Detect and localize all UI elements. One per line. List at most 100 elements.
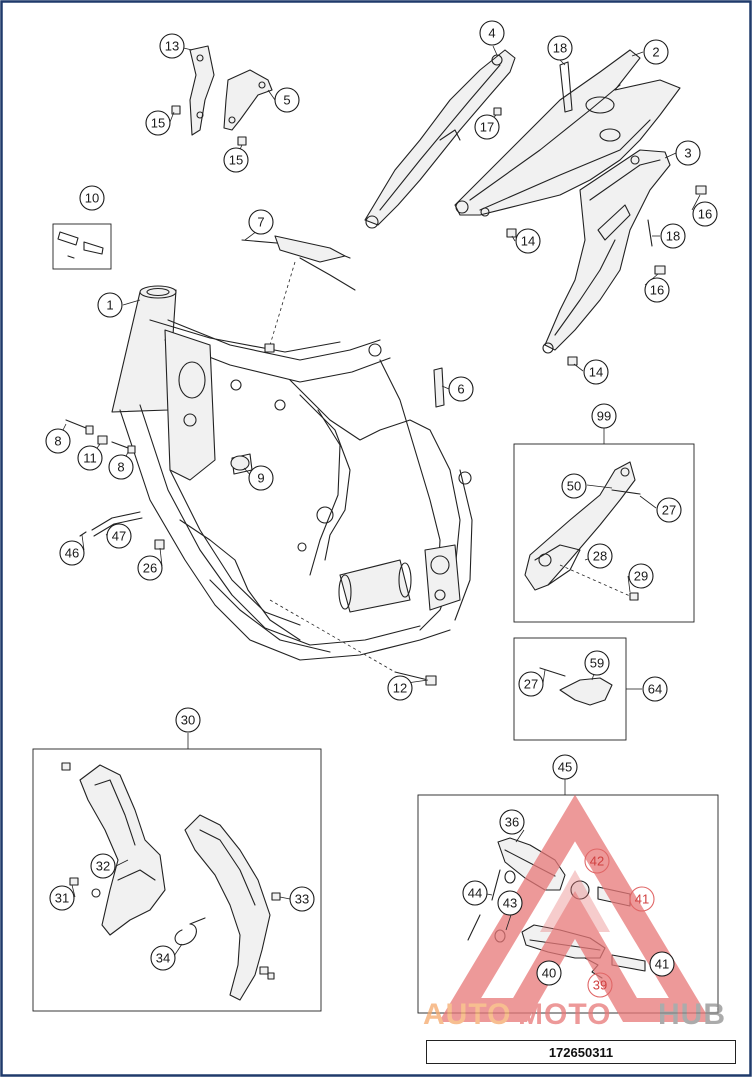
svg-text:15: 15 bbox=[229, 153, 243, 168]
callout-34: 34 bbox=[150, 945, 176, 971]
svg-text:40: 40 bbox=[542, 966, 556, 981]
svg-text:46: 46 bbox=[65, 546, 79, 561]
svg-text:31: 31 bbox=[55, 891, 69, 906]
svg-text:8: 8 bbox=[117, 460, 124, 475]
callout-27a: 27 bbox=[656, 497, 682, 523]
part-45-box bbox=[417, 794, 719, 1014]
part-13-5-drawing bbox=[171, 45, 273, 146]
callout-42: 42 bbox=[584, 848, 610, 874]
part-4-drawing bbox=[364, 49, 516, 229]
part-3-drawing bbox=[542, 149, 671, 354]
part-7-drawing bbox=[241, 235, 356, 353]
callout-17: 17 bbox=[474, 114, 500, 140]
callout-40: 40 bbox=[536, 960, 562, 986]
part-99-box bbox=[513, 443, 695, 623]
svg-text:29: 29 bbox=[634, 569, 648, 584]
callout-18a: 18 bbox=[547, 35, 573, 61]
part-10-box bbox=[52, 223, 112, 270]
callout-44: 44 bbox=[462, 880, 488, 906]
svg-text:17: 17 bbox=[480, 120, 494, 135]
callout-2: 2 bbox=[643, 39, 669, 65]
svg-text:39: 39 bbox=[593, 978, 607, 993]
callout-31: 31 bbox=[49, 885, 75, 911]
callout-45: 45 bbox=[552, 754, 578, 780]
callout-59: 59 bbox=[584, 650, 610, 676]
svg-text:50: 50 bbox=[567, 479, 581, 494]
callout-8a: 8 bbox=[45, 428, 71, 454]
svg-text:16: 16 bbox=[698, 207, 712, 222]
callout-16a: 16 bbox=[692, 201, 718, 227]
svg-text:14: 14 bbox=[521, 234, 535, 249]
callout-41a: 41 bbox=[629, 886, 655, 912]
part-30-box bbox=[32, 748, 322, 1012]
svg-text:5: 5 bbox=[283, 93, 290, 108]
main-frame-drawing bbox=[111, 285, 473, 661]
callout-33: 33 bbox=[289, 886, 315, 912]
callout-39: 39 bbox=[587, 972, 613, 998]
callout-5: 5 bbox=[274, 87, 300, 113]
callout-16b: 16 bbox=[644, 277, 670, 303]
svg-text:4: 4 bbox=[488, 26, 495, 41]
callout-15a: 15 bbox=[145, 110, 171, 136]
automotohub-watermark: AUTO MOTO HUB bbox=[423, 794, 726, 1031]
svg-text:32: 32 bbox=[96, 859, 110, 874]
svg-text:15: 15 bbox=[151, 116, 165, 131]
svg-text:18: 18 bbox=[553, 41, 567, 56]
svg-text:8: 8 bbox=[54, 434, 61, 449]
svg-text:7: 7 bbox=[257, 215, 264, 230]
svg-text:36: 36 bbox=[505, 815, 519, 830]
svg-text:16: 16 bbox=[650, 283, 664, 298]
svg-text:59: 59 bbox=[590, 656, 604, 671]
svg-text:28: 28 bbox=[593, 549, 607, 564]
svg-text:3: 3 bbox=[684, 146, 691, 161]
callout-32: 32 bbox=[90, 853, 116, 879]
callout-4: 4 bbox=[479, 20, 505, 46]
callout-11: 11 bbox=[77, 445, 103, 471]
svg-text:44: 44 bbox=[468, 886, 482, 901]
callout-8b: 8 bbox=[108, 454, 134, 480]
svg-text:43: 43 bbox=[503, 896, 517, 911]
callout-28: 28 bbox=[587, 543, 613, 569]
callout-18b: 18 bbox=[660, 223, 686, 249]
callout-29: 29 bbox=[628, 563, 654, 589]
svg-text:41: 41 bbox=[635, 892, 649, 907]
svg-text:10: 10 bbox=[85, 191, 99, 206]
callout-64: 64 bbox=[642, 676, 668, 702]
watermark-word-auto: AUTO bbox=[423, 998, 511, 1031]
part-30-drawing bbox=[61, 762, 281, 1001]
svg-text:14: 14 bbox=[589, 365, 603, 380]
callout-43: 43 bbox=[497, 890, 523, 916]
svg-text:64: 64 bbox=[648, 682, 662, 697]
callout-50: 50 bbox=[561, 473, 587, 499]
callout-10: 10 bbox=[79, 185, 105, 211]
reference-number: 172650311 bbox=[426, 1040, 736, 1064]
svg-text:41: 41 bbox=[655, 957, 669, 972]
callout-13: 13 bbox=[159, 33, 185, 59]
callout-1: 1 bbox=[97, 292, 123, 318]
callout-26: 26 bbox=[137, 555, 163, 581]
callout-15b: 15 bbox=[223, 147, 249, 173]
callout-27b: 27 bbox=[518, 671, 544, 697]
svg-text:42: 42 bbox=[590, 854, 604, 869]
callout-3: 3 bbox=[675, 140, 701, 166]
watermark-word-hub: HUB bbox=[658, 998, 726, 1031]
watermark-word-moto: MOTO bbox=[518, 998, 611, 1031]
callout-46: 46 bbox=[59, 540, 85, 566]
part-99-drawing bbox=[524, 461, 641, 601]
subframe-drawing bbox=[454, 49, 681, 217]
callout-6: 6 bbox=[448, 376, 474, 402]
callout-36: 36 bbox=[499, 809, 525, 835]
svg-text:12: 12 bbox=[393, 681, 407, 696]
svg-text:27: 27 bbox=[662, 503, 676, 518]
callout-47: 47 bbox=[106, 523, 132, 549]
callout-14b: 14 bbox=[583, 359, 609, 385]
svg-text:6: 6 bbox=[457, 382, 464, 397]
callout-7: 7 bbox=[248, 209, 274, 235]
svg-text:45: 45 bbox=[558, 760, 572, 775]
svg-text:18: 18 bbox=[666, 229, 680, 244]
callout-14a: 14 bbox=[515, 228, 541, 254]
svg-text:26: 26 bbox=[143, 561, 157, 576]
svg-text:33: 33 bbox=[295, 892, 309, 907]
